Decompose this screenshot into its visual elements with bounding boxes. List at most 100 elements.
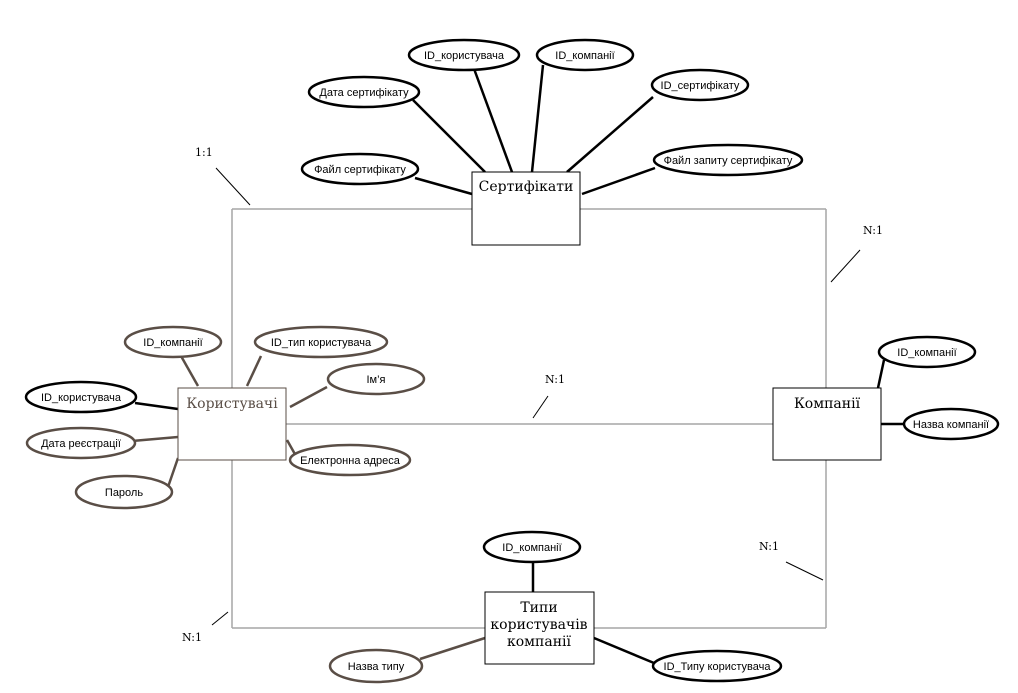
attr-usertypes-name-shape — [328, 648, 424, 684]
conn-users-user-id — [134, 401, 179, 411]
tick-usertypes-companies — [785, 561, 824, 581]
usertypes-title-line3: компанії — [507, 634, 572, 650]
attr-companies-name-label: Назва компанії — [913, 419, 989, 431]
conn-users-type-id — [245, 355, 263, 387]
attr-cert-id-label: ID_сертифікату — [661, 80, 740, 92]
attr-users-name-label: Ім’я — [366, 374, 385, 386]
attr-users-name[interactable]: Ім’я — [326, 362, 426, 396]
attr-companies-name-shape — [902, 407, 1000, 441]
attr-users-reg-date-label: Дата реєстрації — [41, 438, 121, 450]
companies-entity[interactable]: Компанії — [772, 387, 882, 461]
attr-cert-date-shape — [307, 75, 421, 109]
conn-usertypes-type-id — [593, 636, 655, 665]
conn-cert-company-id — [530, 64, 545, 173]
tick-certificates-companies — [830, 249, 861, 283]
conn-cert-file — [414, 176, 473, 196]
cardinality-usertypes-companies: N:1 — [759, 540, 779, 553]
attr-users-user-id-shape — [24, 380, 138, 414]
cardinality-users-certificates: 1:1 — [195, 146, 213, 159]
attr-cert-request-file[interactable]: Файл запиту сертифікату — [652, 143, 804, 177]
usertypes-connectors — [419, 562, 655, 665]
tick-users-companies — [532, 395, 549, 419]
usertypes-title-line2: користувачів — [490, 617, 587, 633]
attr-users-user-id-label: ID_користувача — [41, 392, 122, 404]
attr-users-email-label: Електронна адреса — [300, 455, 401, 467]
attr-users-company-id-label: ID_компанії — [143, 337, 202, 349]
attr-cert-date[interactable]: Дата сертифікату — [307, 75, 421, 109]
users-entity[interactable]: Користувачі — [177, 387, 287, 461]
certificates-entity[interactable]: Сертифікати — [471, 171, 581, 246]
usertypes-entity[interactable]: Типи користувачів компанії — [484, 591, 595, 665]
attr-users-reg-date-shape — [25, 426, 137, 460]
companies-title: Компанії — [794, 396, 861, 412]
users-attributes: ID_компанії ID_тип користувача Ім’я ID_к… — [24, 325, 426, 510]
attr-usertypes-type-id-label: ID_Типу користувача — [664, 661, 772, 673]
attr-cert-request-file-shape — [652, 143, 804, 177]
attr-cert-date-label: Дата сертифікату — [319, 87, 409, 99]
attr-companies-id[interactable]: ID_компанії — [877, 335, 977, 369]
attr-users-password[interactable]: Пароль — [74, 474, 174, 510]
attr-usertypes-company-id-label: ID_компанії — [502, 542, 561, 554]
conn-users-name — [289, 385, 328, 409]
attr-usertypes-name-label: Назва типу — [348, 661, 405, 673]
cardinality-certificates-companies: N:1 — [863, 224, 883, 237]
conn-cert-id — [566, 96, 654, 173]
attr-users-user-id[interactable]: ID_користувача — [24, 380, 138, 414]
attr-cert-user-id-label: ID_користувача — [424, 50, 505, 62]
attr-users-type-id-label: ID_тип користувача — [271, 337, 372, 349]
attr-users-company-id[interactable]: ID_компанії — [123, 325, 223, 359]
attr-cert-request-file-label: Файл запиту сертифікату — [664, 155, 793, 167]
conn-users-reg-date — [131, 435, 179, 443]
attr-usertypes-type-id[interactable]: ID_Типу користувача — [651, 649, 783, 683]
attr-users-password-shape — [74, 474, 174, 510]
attr-cert-company-id-shape — [535, 38, 635, 72]
usertypes-attributes: ID_компанії Назва типу ID_Типу користува… — [328, 530, 783, 684]
attr-cert-user-id[interactable]: ID_користувача — [407, 38, 521, 72]
conn-companies-id — [876, 359, 886, 389]
attr-users-reg-date[interactable]: Дата реєстрації — [25, 426, 137, 460]
attr-users-name-shape — [326, 362, 426, 396]
attr-users-type-id[interactable]: ID_тип користувача — [253, 325, 389, 359]
attr-companies-name[interactable]: Назва компанії — [902, 407, 1000, 441]
attr-cert-file-label: Файл сертифікату — [314, 164, 406, 176]
attr-usertypes-company-id-shape — [482, 530, 582, 564]
conn-cert-user-id — [471, 65, 514, 173]
tick-users-certificates — [215, 167, 251, 206]
relationship-lines — [231, 208, 827, 629]
users-connectors — [131, 355, 328, 488]
conn-usertypes-name — [419, 636, 486, 661]
attr-cert-company-id-label: ID_компанії — [555, 50, 614, 62]
attr-companies-id-label: ID_компанії — [897, 347, 956, 359]
attr-usertypes-type-id-shape — [651, 649, 783, 683]
attr-users-email-shape — [288, 443, 412, 477]
attr-companies-id-shape — [877, 335, 977, 369]
cardinality-users-usertypes: N:1 — [182, 631, 202, 644]
attr-cert-company-id[interactable]: ID_компанії — [535, 38, 635, 72]
attr-users-email[interactable]: Електронна адреса — [288, 443, 412, 477]
certificates-box — [471, 171, 581, 246]
attr-cert-file-shape — [300, 152, 420, 186]
attr-usertypes-company-id[interactable]: ID_компанії — [482, 530, 582, 564]
cardinality-users-companies: N:1 — [545, 373, 565, 386]
certificates-attributes: ID_користувача ID_компанії Дата сертифік… — [300, 38, 804, 186]
conn-cert-request-file — [581, 166, 656, 196]
conn-cert-date — [412, 99, 486, 173]
attr-cert-id[interactable]: ID_сертифікату — [650, 68, 750, 102]
companies-attributes: ID_компанії Назва компанії — [877, 335, 1000, 441]
users-box — [177, 387, 287, 461]
usertypes-title-line1: Типи — [520, 600, 557, 616]
usertypes-box — [484, 591, 595, 665]
attr-cert-user-id-shape — [407, 38, 521, 72]
cardinality-ticks — [211, 167, 861, 626]
users-title: Користувачі — [186, 396, 278, 412]
attr-cert-id-shape — [650, 68, 750, 102]
tick-users-usertypes — [211, 611, 229, 626]
attr-usertypes-name[interactable]: Назва типу — [328, 648, 424, 684]
attr-users-type-id-shape — [253, 325, 389, 359]
attr-cert-file[interactable]: Файл сертифікату — [300, 152, 420, 186]
companies-connectors — [876, 359, 905, 426]
companies-box — [772, 387, 882, 461]
attr-users-password-label: Пароль — [105, 487, 143, 499]
certificates-connectors — [412, 64, 656, 196]
conn-users-password — [166, 457, 180, 488]
